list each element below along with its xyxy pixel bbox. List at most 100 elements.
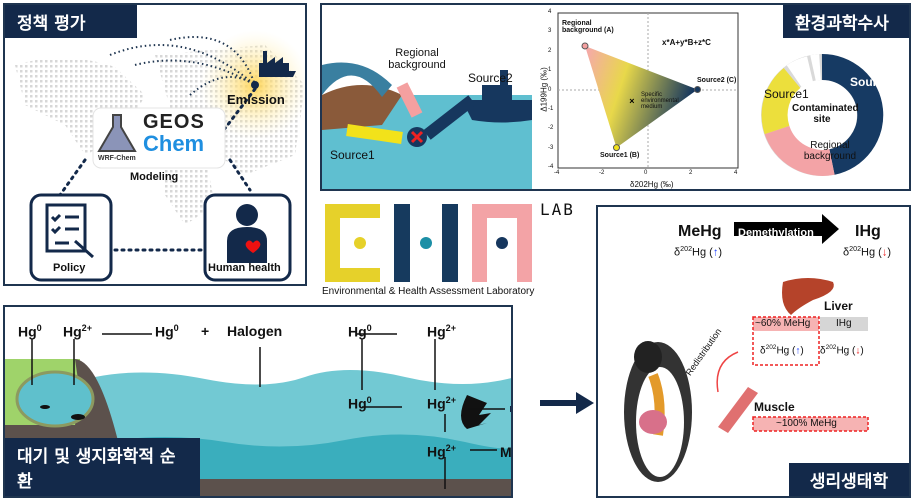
x-tick-label: 4: [734, 170, 738, 176]
mmhg-label: MMHg: [500, 444, 512, 460]
mehg-label: MeHg: [678, 223, 722, 240]
emission-label: Emission: [227, 92, 285, 107]
ihg-isotope: δ202Hg (↓): [843, 245, 891, 259]
geos-logo-top: GEOS: [143, 111, 205, 133]
y-tick-label: 0: [548, 86, 552, 93]
forensics-panel: × 환경과학수사 Regional background Source2 Sou…: [320, 3, 911, 191]
x-tick-label: 0: [644, 170, 648, 176]
hg0-water-label: Hg0: [348, 395, 372, 412]
muscle-label: Muscle: [754, 400, 795, 414]
mixing-triangle: [585, 45, 698, 148]
hg2-label: Hg2+: [63, 323, 93, 340]
x-tick-label: -2: [599, 170, 605, 176]
y-tick-label: -3: [548, 144, 554, 151]
donut-center-label: Contaminated site: [792, 103, 859, 125]
forensics-title: 환경과학수사: [783, 5, 909, 38]
hg0-label: Hg0: [18, 323, 42, 340]
liver-label: Liver: [824, 299, 853, 313]
ihg-label: IHg: [855, 223, 881, 240]
donut-slice-regional: [764, 125, 835, 176]
penguin-icon: [624, 341, 692, 482]
hg2-deep-label: Hg2+: [427, 443, 457, 460]
demethylation-label: Demethylation: [738, 227, 814, 239]
y-tick-label: -4: [548, 164, 554, 170]
x-tick-label: 2: [689, 170, 693, 176]
y-tick-label: 2: [548, 47, 552, 54]
end-member-point-B: [613, 144, 620, 152]
plot-label-a: Regional background (A): [562, 20, 614, 34]
target-marker-icon: [407, 127, 427, 147]
mehg-isotope: δ202Hg (↑): [674, 245, 722, 259]
y-tick-label: -1: [548, 105, 554, 112]
hg2-label: Hg2+: [427, 323, 457, 340]
sample-point: ×: [629, 96, 634, 106]
donut-label-source2: Source2: [850, 75, 898, 89]
ship-icon: [462, 70, 532, 123]
policy-panel: 정책 평가 Emission WRF-Chem GEOS Chem Modeli…: [3, 3, 307, 286]
liver-icon: [782, 278, 834, 315]
donut-label-regional: Regional background: [803, 140, 857, 162]
flow-arrow-icon: [540, 392, 594, 414]
source2-label: Source2: [468, 71, 513, 85]
regional-label: Regional background: [388, 47, 446, 71]
plot-ylabel: Δ199Hg (‰): [539, 67, 549, 112]
cycle-panel: Hg0 Hg2+ Hg0 + Halogen Hg0 Hg2+ Hg0 Hg2+…: [3, 305, 513, 498]
donut-label-source1: Source1: [764, 87, 809, 101]
policy-title: 정책 평가: [5, 5, 137, 38]
plot-xlabel: δ202Hg (‰): [630, 180, 674, 189]
liver-mehg-isotope: δ202Hg (↑): [760, 344, 804, 357]
modeling-label: Modeling: [130, 171, 179, 183]
muscle-mehg-label: ~100% MeHg: [776, 418, 837, 429]
plot-label-b: Source1 (B): [600, 152, 640, 159]
cycle-title: 대기 및 생지화학적 순환: [5, 438, 200, 496]
source1-label: Source1: [330, 148, 375, 162]
liver-ihg-label: IHg: [836, 318, 852, 329]
donut-slice-source2: [821, 53, 884, 175]
hg2-water-label: Hg2+: [427, 395, 457, 412]
physiology-title: 생리생태학: [789, 463, 909, 496]
hg0-label: Hg0: [155, 323, 179, 340]
hg0-label: Hg0: [348, 323, 372, 340]
policy-illustration: [15, 30, 305, 282]
policy-box: [29, 193, 113, 282]
y-tick-label: 4: [548, 9, 552, 15]
document-gavel-icon: [45, 203, 94, 259]
y-tick-label: 3: [548, 28, 552, 35]
demethylation-arrow: [734, 214, 839, 244]
model-card: [92, 107, 226, 169]
source2-arrow: [423, 95, 476, 140]
fish-icon: [40, 405, 85, 420]
regional-arrow: [396, 82, 423, 118]
y-tick-label: 1: [548, 67, 552, 74]
geos-logo-chem: Chem: [143, 131, 205, 156]
donut-slice-source1: [761, 67, 801, 135]
mixing-plot: ×: [557, 12, 739, 169]
lab-wordmark: LAB: [540, 200, 575, 219]
heart-icon: [245, 240, 261, 253]
predator-fish-icon: [461, 395, 491, 429]
x-tick-label: -4: [554, 170, 560, 176]
y-tick-label: -2: [548, 125, 554, 132]
policy-label: Policy: [53, 262, 86, 274]
plus-sign: +: [201, 323, 210, 339]
process-arrows: [31, 333, 505, 489]
lab-subtitle: Environmental & Health Assessment Labora…: [322, 286, 535, 297]
halogen-label: Halogen: [227, 323, 283, 339]
plot-medium-label: Specific environmental medium: [641, 92, 679, 110]
muscle-icon: [718, 387, 758, 433]
eha-lab-logo: LAB Environmental & Health Assessment La…: [322, 196, 590, 301]
end-member-point-A: [581, 42, 589, 50]
forensics-illustration: ×: [322, 12, 884, 189]
physiology-illustration: [624, 214, 869, 482]
human-health-label: Human health: [208, 262, 281, 274]
wrf-chem-label: WRF-Chem: [98, 155, 136, 162]
human-icon: [227, 204, 267, 263]
end-member-point-C: [694, 86, 701, 94]
plot-label-c: Source2 (C): [697, 77, 737, 84]
liver-mehg-label: ~60% MeHg: [755, 318, 811, 329]
plot-formula: x*A+y*B+z*C: [662, 38, 711, 47]
physiology-panel: MeHg Demethylation IHg δ202Hg (↑) δ202Hg…: [596, 205, 911, 498]
flask-icon: [97, 114, 137, 152]
contaminated-site-donut: [761, 53, 884, 176]
source1-arrow: [346, 124, 403, 144]
